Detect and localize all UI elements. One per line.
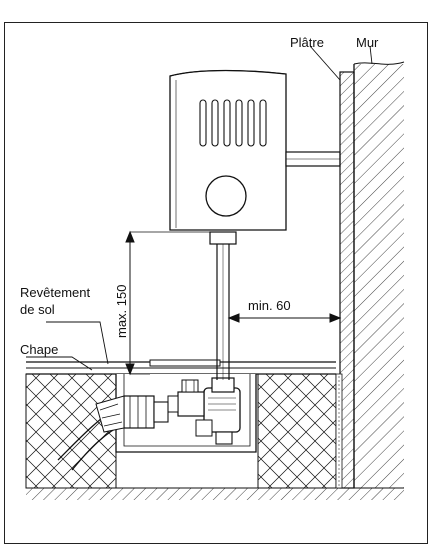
dimension-min-distance (227, 313, 342, 323)
label-min-distance: min. 60 (248, 298, 291, 313)
label-chape: Chape (20, 342, 58, 357)
radiator-body (169, 69, 287, 231)
wall (353, 61, 405, 488)
pipe-fitting (123, 395, 169, 429)
dimension-max-height (125, 230, 210, 376)
plaster-layer (335, 71, 355, 489)
valve-assembly (167, 377, 241, 445)
wall-bracket (285, 151, 341, 167)
label-revetement-line1: Revêtement (20, 285, 90, 300)
leader-lines (26, 45, 373, 371)
label-max-height: max. 150 (114, 285, 129, 338)
supply-pipe (57, 395, 125, 471)
floor-slab (26, 487, 404, 500)
diagram-frame (4, 22, 428, 544)
label-platre: Plâtre (290, 35, 324, 50)
label-revetement-line2: de sol (20, 302, 55, 317)
connection-pipe (209, 231, 237, 380)
label-mur: Mur (356, 35, 379, 50)
